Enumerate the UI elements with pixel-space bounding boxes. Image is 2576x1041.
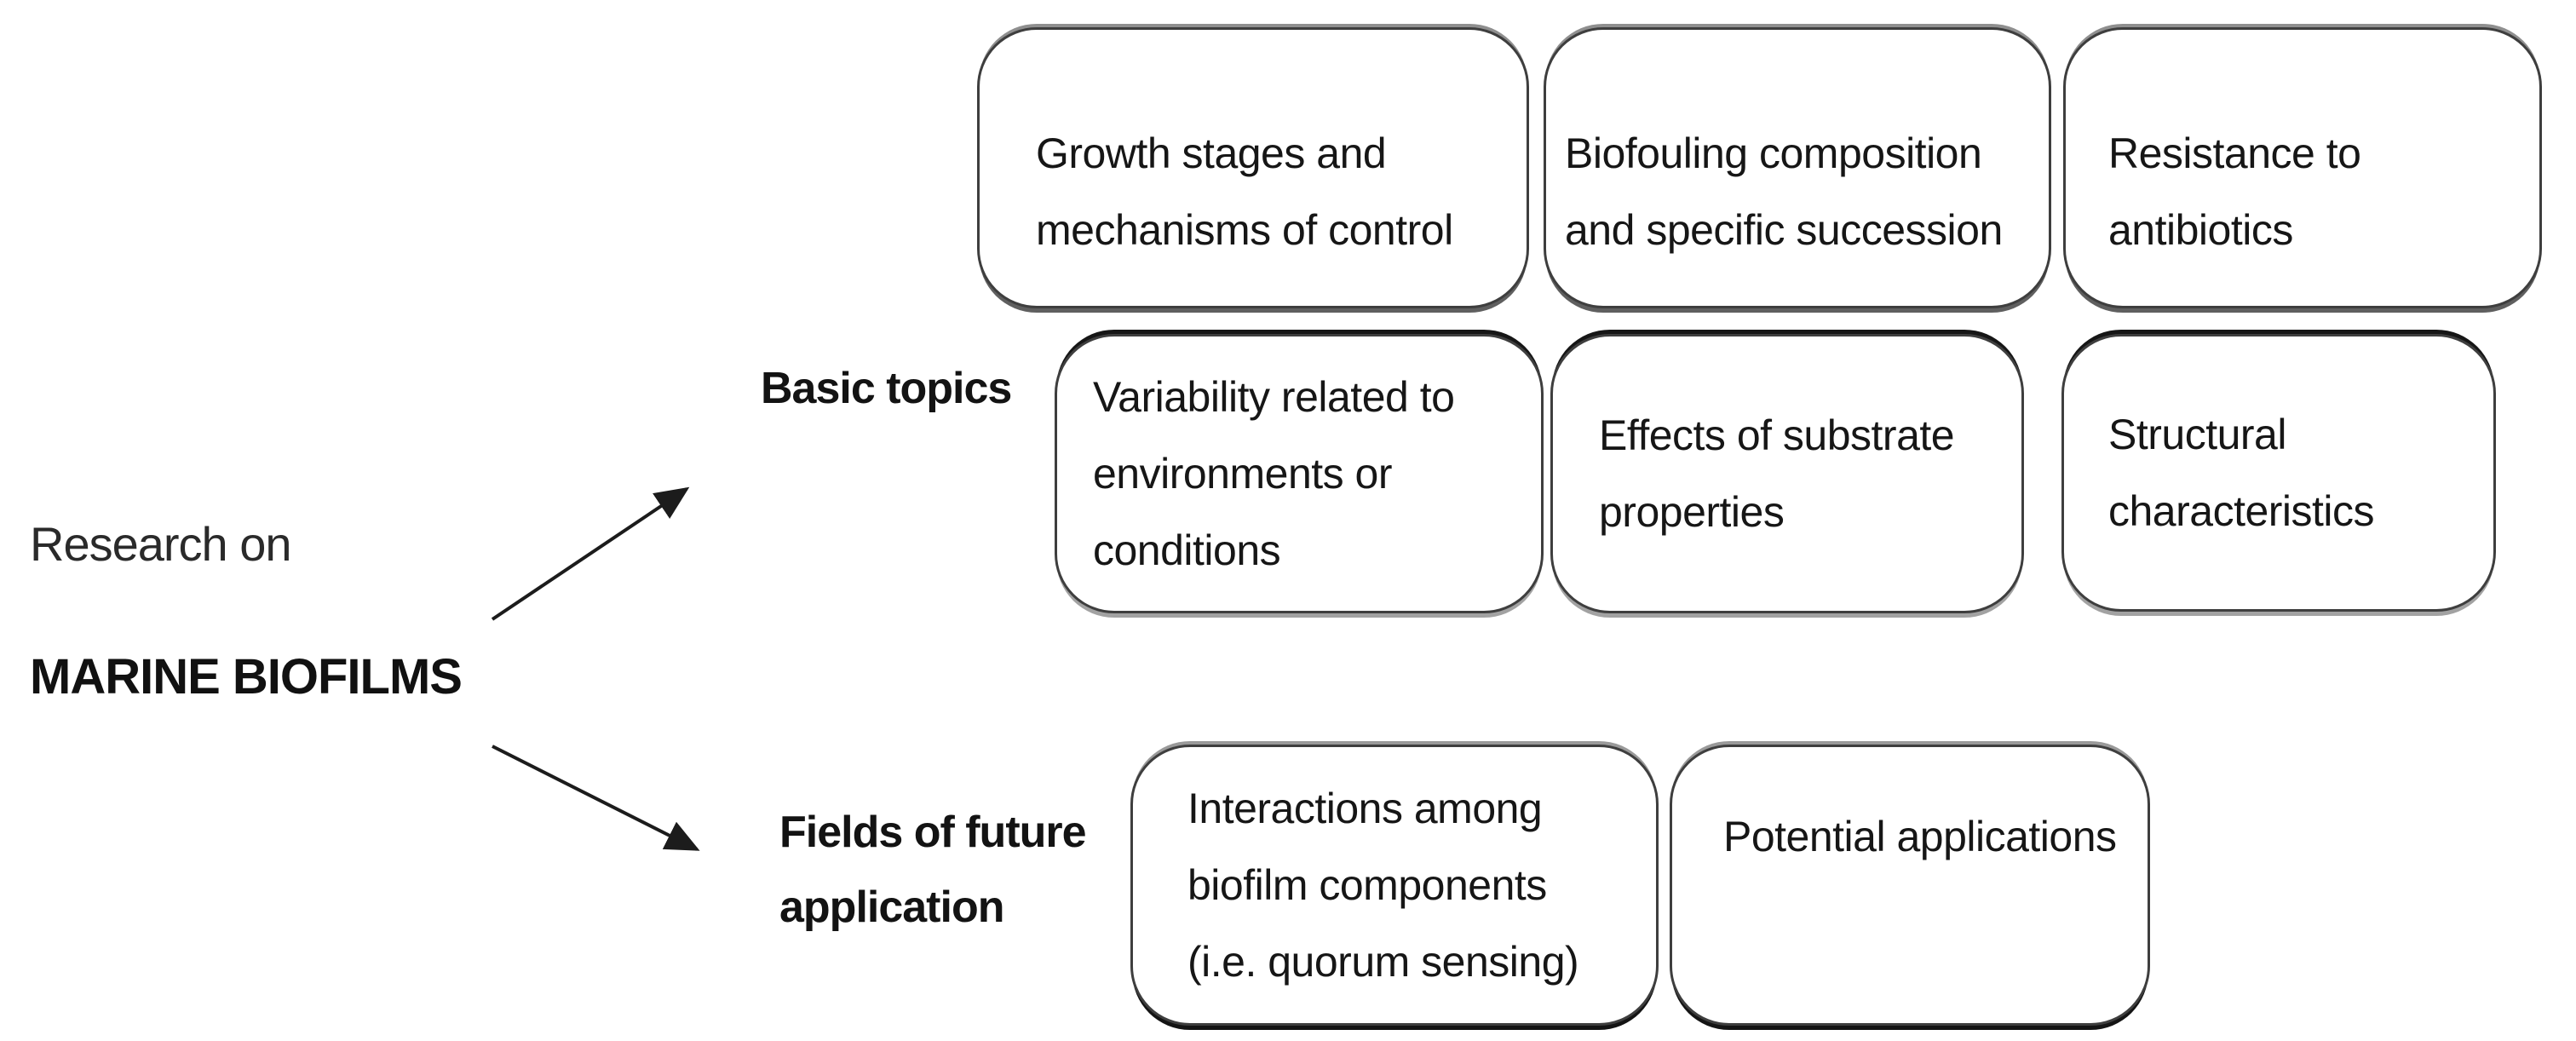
arrow-to-basic-topics [491,486,690,621]
root-title-line1: Research on [30,517,292,571]
root-title-line2: MARINE BIOFILMS [30,649,463,705]
branch-label-basic-topics: Basic topics [761,364,1012,413]
topic-box-potential-applications-label: Potential applications [1723,813,2117,860]
topic-box-potential-applications: Potential applications [1670,745,2150,1026]
arrow-to-future-application [492,745,700,851]
